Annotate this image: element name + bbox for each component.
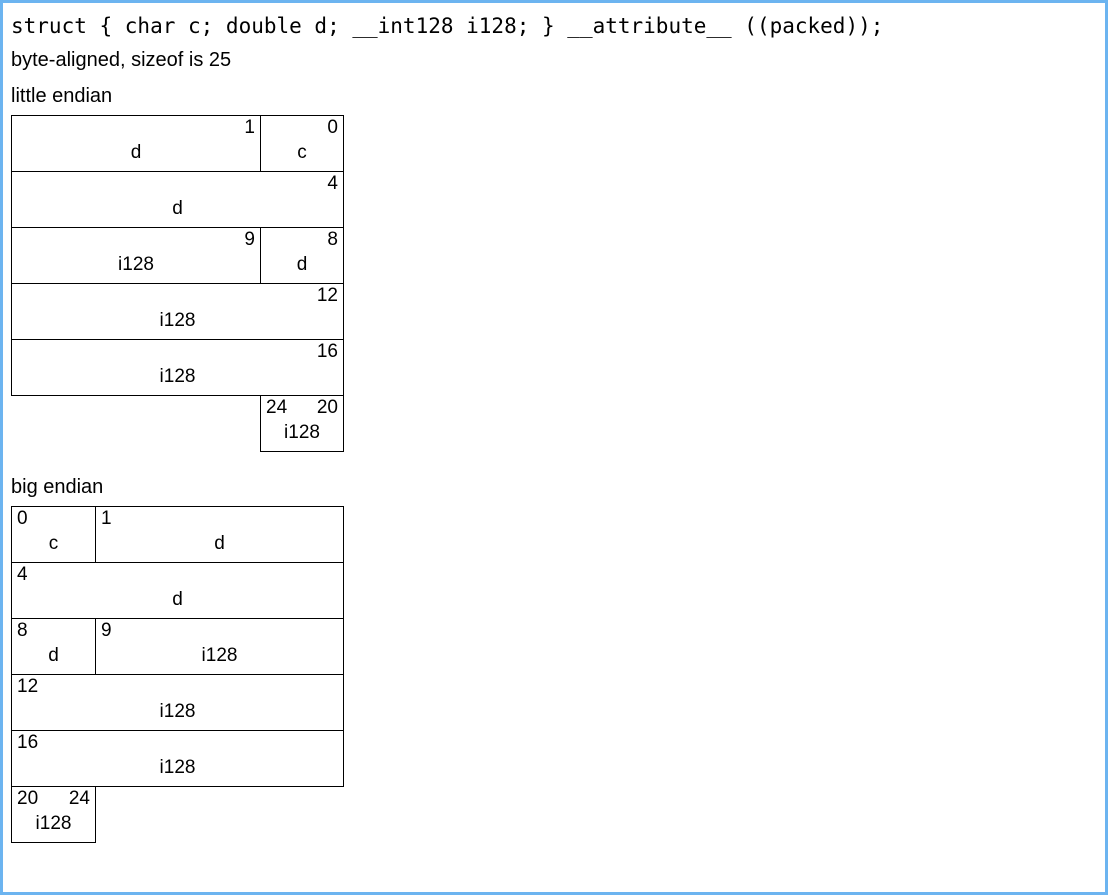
big-endian-label: big endian <box>11 476 104 498</box>
little-endian-label: little endian <box>11 85 113 107</box>
field-name: d <box>172 198 183 219</box>
table-row: 1 d 0 c <box>11 115 344 172</box>
byte-offset: 9 <box>244 229 255 250</box>
byte-offset: 24 <box>266 397 288 418</box>
field-name: d <box>172 589 183 610</box>
field-name: d <box>130 142 142 163</box>
memory-cell-spacer <box>12 396 261 452</box>
table-row: 20 24 i128 <box>11 786 344 843</box>
byte-offset: 8 <box>327 229 338 250</box>
memory-cell: 8 d <box>260 227 344 284</box>
byte-offset: 24 <box>68 788 90 809</box>
table-row: 8 d 9 i128 <box>11 618 344 675</box>
memory-cell: 12 i128 <box>11 283 344 340</box>
byte-offset: 20 <box>17 788 39 809</box>
field-name: i128 <box>201 645 238 666</box>
memory-cell: 4 d <box>11 562 344 619</box>
field-name: d <box>296 254 308 275</box>
field-name: d <box>214 533 225 554</box>
memory-cell-spacer <box>96 787 344 843</box>
field-name: i128 <box>159 701 196 722</box>
table-row: 9 i128 8 d <box>11 227 344 284</box>
memory-cell: 24 20 i128 <box>260 395 344 452</box>
memory-cell: 0 c <box>260 115 344 172</box>
memory-cell: 9 i128 <box>95 618 344 675</box>
big-endian-memory-table: 0 c 1 d 4 d 8 d 9 <box>11 506 344 843</box>
byte-offset: 8 <box>17 620 28 641</box>
memory-cell: 4 d <box>11 171 344 228</box>
table-row: 0 c 1 d <box>11 506 344 563</box>
byte-offset: 20 <box>316 397 338 418</box>
table-row: 12 i128 <box>11 674 344 731</box>
field-name: i128 <box>35 813 72 834</box>
memory-cell: 1 d <box>11 115 261 172</box>
byte-offset: 1 <box>244 117 255 138</box>
memory-cell: 12 i128 <box>11 674 344 731</box>
table-row: 24 20 i128 <box>12 395 344 452</box>
byte-offset: 12 <box>316 285 338 306</box>
memory-cell: 1 d <box>95 506 344 563</box>
byte-offset: 0 <box>327 117 338 138</box>
byte-offset: 16 <box>17 732 39 753</box>
byte-offset: 4 <box>17 564 28 585</box>
memory-cell: 16 i128 <box>11 339 344 396</box>
table-row: 4 d <box>11 171 344 228</box>
field-name: i128 <box>118 254 154 275</box>
field-name: i128 <box>159 310 196 331</box>
byte-offset: 0 <box>17 508 28 529</box>
little-endian-memory-table: 1 d 0 c 4 d 9 i128 8 <box>11 115 344 452</box>
byte-offset: 12 <box>17 676 39 697</box>
memory-cell: 16 i128 <box>11 730 344 787</box>
alignment-note: byte-aligned, sizeof is 25 <box>11 49 232 71</box>
table-row: 16 i128 <box>11 339 344 396</box>
byte-offset: 16 <box>316 341 338 362</box>
field-name: i128 <box>284 422 320 443</box>
memory-cell: 9 i128 <box>11 227 261 284</box>
field-name: i128 <box>159 757 196 778</box>
table-row: 16 i128 <box>11 730 344 787</box>
memory-cell: 20 24 i128 <box>11 786 96 843</box>
field-name: c <box>48 533 59 554</box>
field-name: c <box>297 142 307 163</box>
field-name: d <box>48 645 59 666</box>
field-name: i128 <box>159 366 196 387</box>
byte-offset: 1 <box>101 508 112 529</box>
byte-offset: 4 <box>327 173 338 194</box>
memory-cell: 0 c <box>11 506 96 563</box>
table-row: 4 d <box>11 562 344 619</box>
byte-offset: 9 <box>101 620 112 641</box>
struct-declaration: struct { char c; double d; __int128 i128… <box>11 14 884 38</box>
table-row: 12 i128 <box>11 283 344 340</box>
memory-cell: 8 d <box>11 618 96 675</box>
